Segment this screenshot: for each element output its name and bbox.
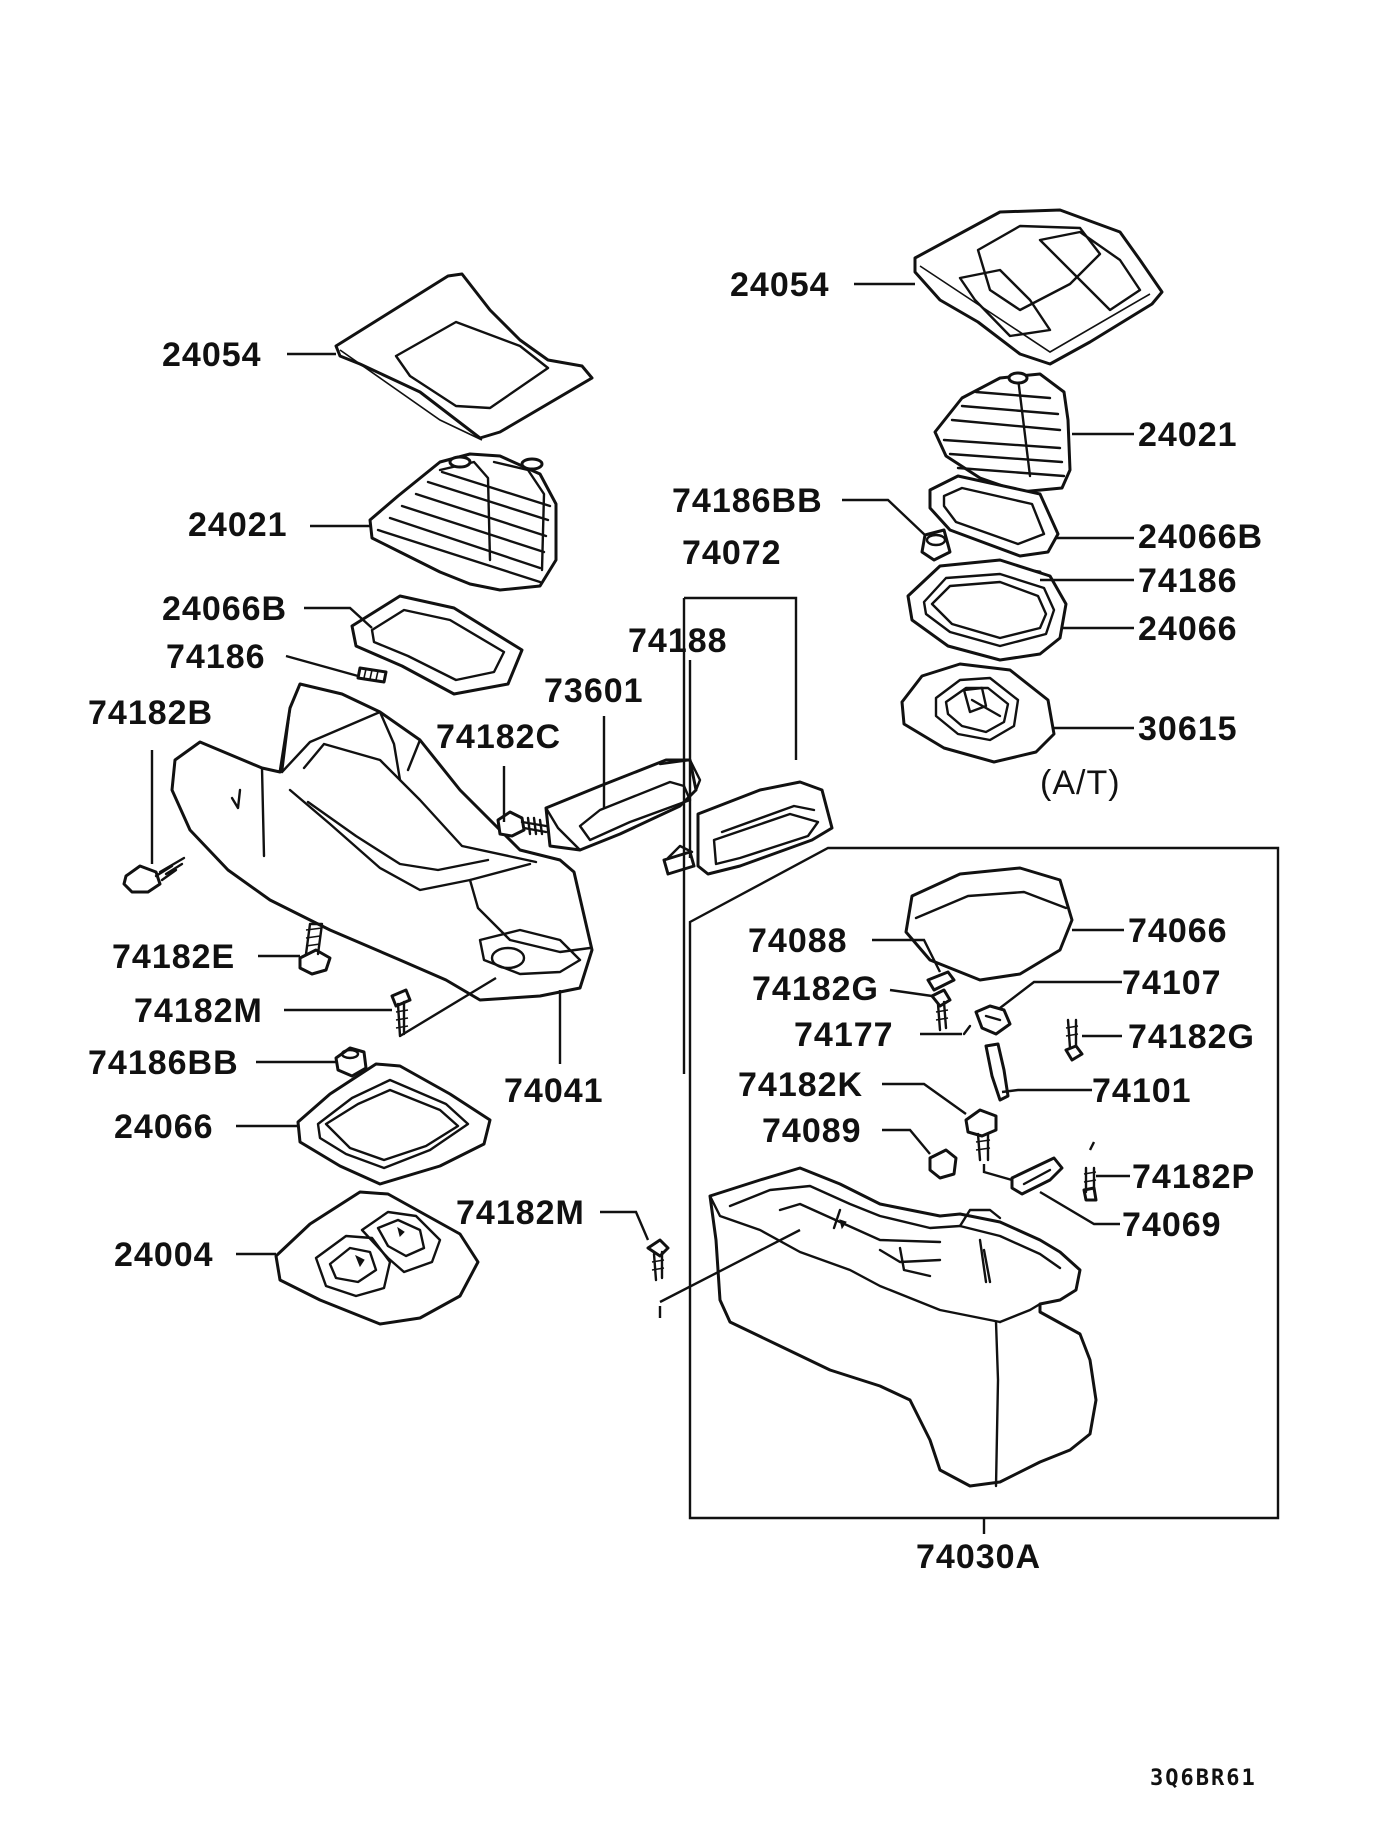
boot-30615-at xyxy=(900,662,1056,764)
callout-24054-at: 24054 xyxy=(730,266,830,304)
callout-74182m-mid: 74182M xyxy=(456,1194,585,1232)
pin-74177 xyxy=(962,1024,972,1036)
bezel-24054-at xyxy=(913,208,1164,366)
callout-74182k: 74182K xyxy=(738,1066,864,1104)
bezel-24054-mt xyxy=(334,272,594,441)
callout-74182m-left: 74182M xyxy=(134,992,263,1030)
callout-74177: 74177 xyxy=(794,1016,894,1054)
frame-24066-mt xyxy=(296,1062,492,1186)
callout-24066-at: 24066 xyxy=(1138,610,1238,648)
screw-74182m-mid xyxy=(646,1238,670,1282)
boot-24021-at xyxy=(933,371,1072,494)
callout-74182p: 74182P xyxy=(1132,1158,1256,1196)
callout-24021-mt: 24021 xyxy=(188,506,288,544)
boot-24021-mt xyxy=(368,452,558,592)
callout-74186bb-at: 74186BB xyxy=(672,482,823,520)
callout-74107: 74107 xyxy=(1122,964,1222,1002)
callout-at-note: (A/T) xyxy=(1040,764,1121,802)
callout-74182c: 74182C xyxy=(436,718,562,756)
latch-74069 xyxy=(1010,1156,1064,1196)
hinge-74107 xyxy=(974,1004,1012,1036)
callout-74182g-left: 74182G xyxy=(752,970,879,1008)
screw-74182g-right xyxy=(1064,1018,1084,1062)
callout-74088: 74088 xyxy=(748,922,848,960)
screw-74182b xyxy=(122,856,186,894)
callout-73601: 73601 xyxy=(544,672,644,710)
boot-24004-mt xyxy=(274,1190,480,1326)
frame-24066-at xyxy=(906,558,1068,662)
tray-74072 xyxy=(696,780,834,876)
callout-74182g-right: 74182G xyxy=(1128,1018,1255,1056)
screw-74182e xyxy=(298,922,332,976)
screw-74182m-left xyxy=(390,988,412,1038)
console-74041 xyxy=(170,682,594,1002)
callout-74030a: 74030A xyxy=(916,1538,1042,1576)
screw-74182p xyxy=(1082,1166,1098,1202)
callout-74066: 74066 xyxy=(1128,912,1228,950)
callout-74101: 74101 xyxy=(1092,1072,1192,1110)
plate-24066b-at xyxy=(928,474,1060,558)
callout-74188: 74188 xyxy=(628,622,728,660)
clip-74186bb-at xyxy=(920,528,952,562)
screw-74182c xyxy=(496,810,548,838)
callout-24054-mt: 24054 xyxy=(162,336,262,374)
pocket-73601 xyxy=(544,758,702,852)
clip-74186bb-mt xyxy=(334,1046,368,1078)
callout-24021-at: 24021 xyxy=(1138,416,1238,454)
callout-74186bb-mt: 74186BB xyxy=(88,1044,239,1082)
console-box-74030a xyxy=(708,1166,1098,1488)
clip-74186-mt xyxy=(356,666,388,684)
callout-74072: 74072 xyxy=(682,534,782,572)
leader-lines xyxy=(150,282,1134,1534)
callout-24066b-at: 24066B xyxy=(1138,518,1264,556)
callout-74182e: 74182E xyxy=(112,938,236,976)
drawing-code: 3Q6BR61 xyxy=(1150,1766,1257,1791)
clip-74089 xyxy=(928,1148,958,1180)
callout-24004: 24004 xyxy=(114,1236,214,1274)
callout-74182b: 74182B xyxy=(88,694,214,732)
assembly-frame xyxy=(688,846,1280,1520)
lid-74066 xyxy=(904,866,1074,982)
callout-74186-at: 74186 xyxy=(1138,562,1238,600)
link-74101 xyxy=(984,1042,1010,1102)
clip-74188 xyxy=(662,844,696,876)
callout-24066-mt: 24066 xyxy=(114,1108,214,1146)
callout-74186-mt: 74186 xyxy=(166,638,266,676)
callout-74089: 74089 xyxy=(762,1112,862,1150)
callout-74041: 74041 xyxy=(504,1072,604,1110)
callout-30615: 30615 xyxy=(1138,710,1238,748)
callout-24066b-mt: 24066B xyxy=(162,590,288,628)
plate-24066b-mt xyxy=(350,594,524,696)
callout-74069: 74069 xyxy=(1122,1206,1222,1244)
spring-74088 xyxy=(926,970,956,992)
knob-74182k xyxy=(964,1108,998,1162)
screw-74182g-left xyxy=(930,988,952,1032)
